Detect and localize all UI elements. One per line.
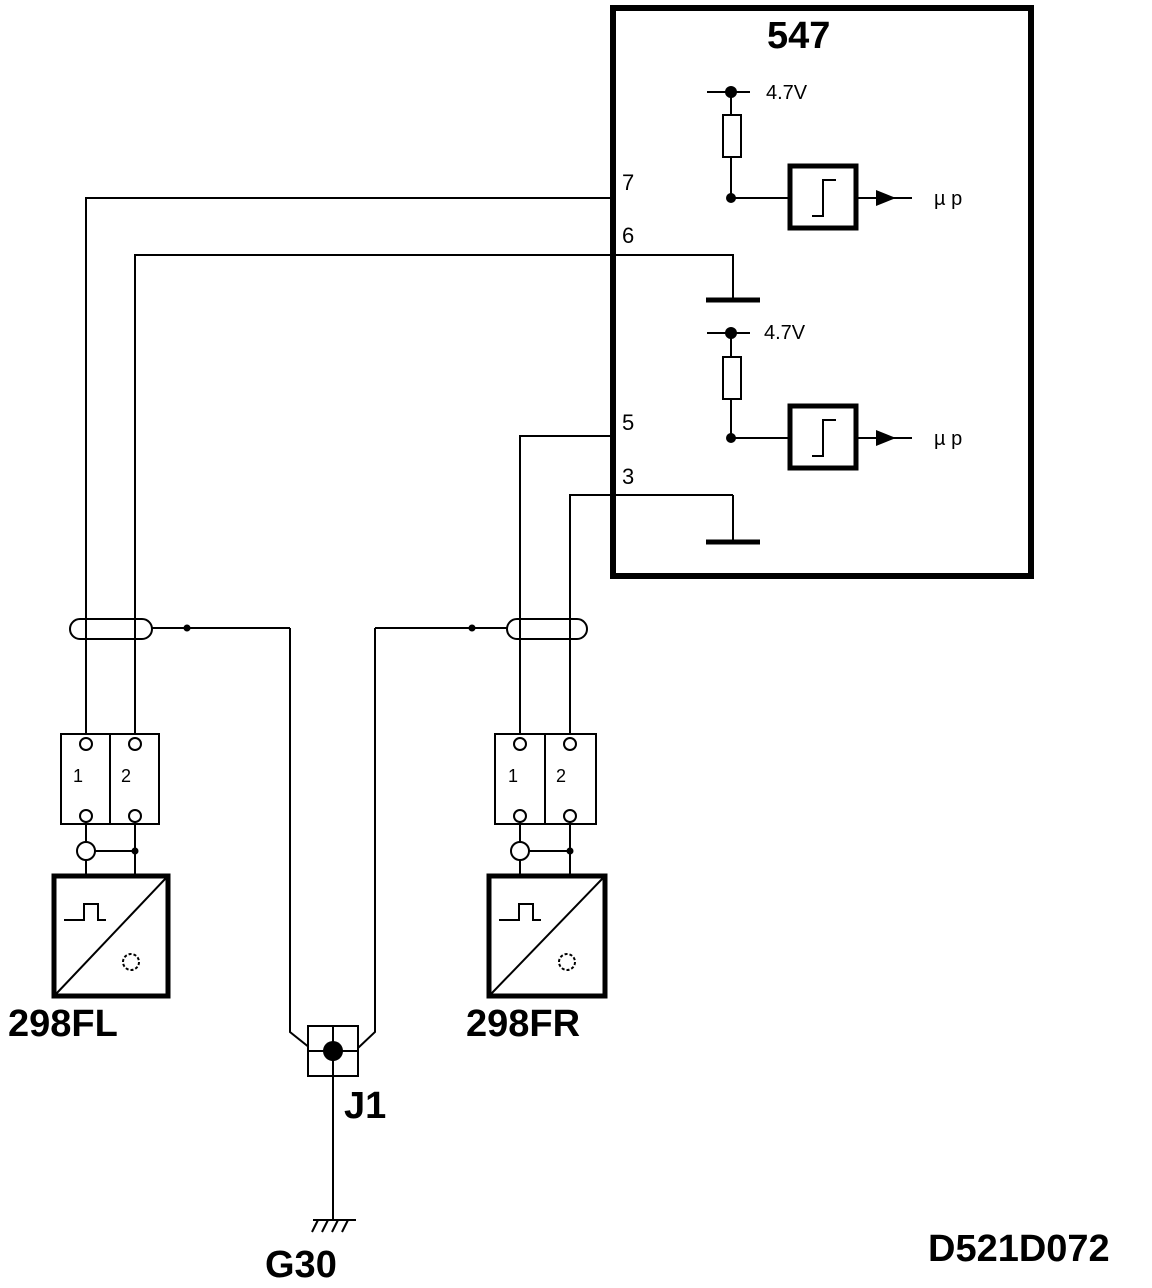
pullup-bottom: 4.7V (707, 322, 806, 438)
ground-bar-bottom (613, 494, 760, 545)
ecu-label: 547 (767, 15, 830, 57)
svg-text:G30: G30 (265, 1244, 337, 1286)
svg-text:4.7V: 4.7V (764, 322, 806, 344)
sensor-298fl: 298FL (8, 822, 171, 1045)
svg-text:4.7V: 4.7V (766, 82, 808, 104)
diagram-reference: D521D072 (928, 1228, 1110, 1270)
svg-text:2: 2 (121, 766, 131, 786)
svg-text:1: 1 (508, 766, 518, 786)
comparator-bottom: µ p (726, 403, 962, 471)
sensor-298fr: 298FR (466, 822, 608, 1045)
shield-left (69, 618, 311, 1049)
svg-text:1: 1 (73, 766, 83, 786)
svg-text:2: 2 (556, 766, 566, 786)
ground-g30: G30 (265, 1076, 356, 1286)
ground-bar-top (613, 254, 760, 303)
junction-j1: J1 (307, 1025, 386, 1127)
pullup-top: 4.7V (707, 82, 808, 198)
ecu-pin-5: 5 (622, 410, 634, 435)
connector-right: 1 2 (494, 733, 597, 825)
shield-right (357, 618, 588, 1049)
ecu-pin-7: 7 (622, 170, 634, 195)
wires-left (85, 197, 613, 738)
ecu-pin-6: 6 (622, 223, 634, 248)
svg-text:298FL: 298FL (8, 1003, 118, 1045)
wires-right (519, 435, 613, 738)
comparator-top: µ p (726, 163, 962, 231)
svg-text:298FR: 298FR (466, 1003, 580, 1045)
connector-left: 1 2 (60, 733, 160, 825)
svg-text:µ p: µ p (934, 428, 962, 450)
ecu-pin-3: 3 (622, 464, 634, 489)
svg-text:J1: J1 (344, 1085, 386, 1127)
svg-text:µ p: µ p (934, 188, 962, 210)
ecu-box (610, 5, 1034, 579)
